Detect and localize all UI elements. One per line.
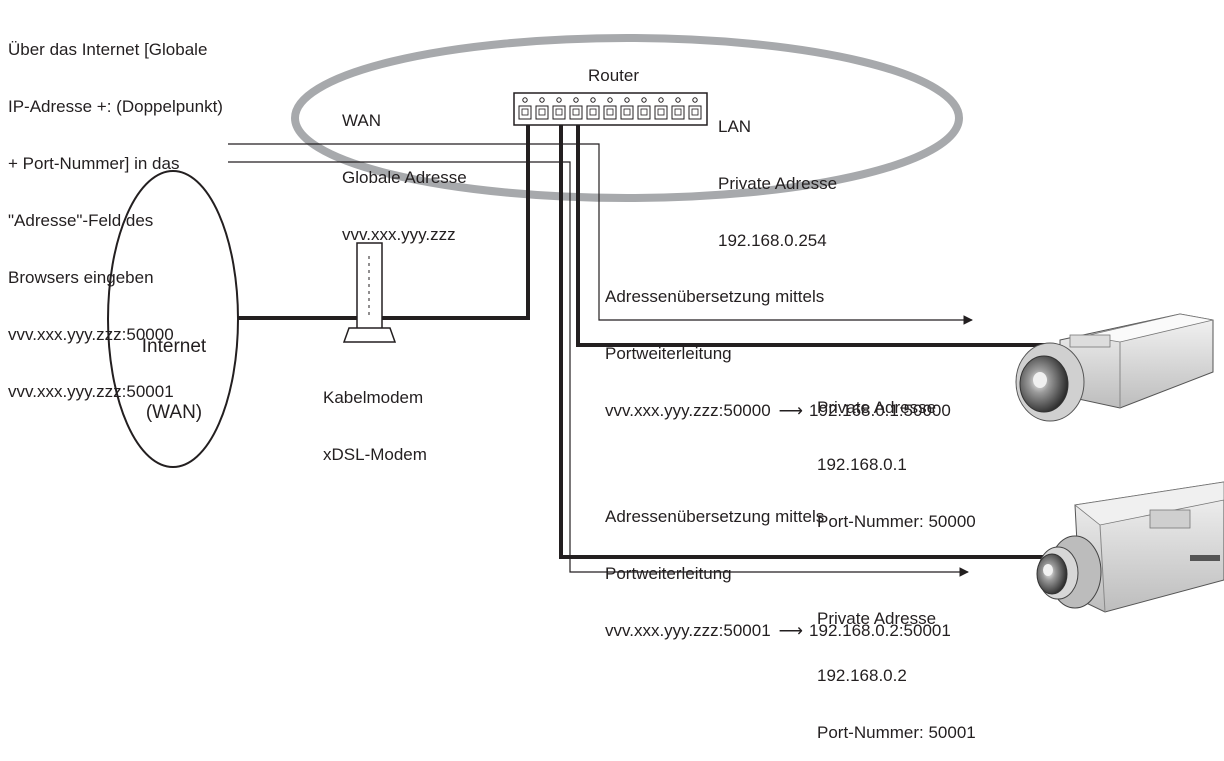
camera1-icon (1015, 313, 1214, 422)
router-port-socket (623, 108, 631, 116)
internet-subtitle: (WAN) (145, 402, 203, 423)
router-port (671, 105, 685, 120)
instruction-line: IP-Adresse +: (Doppelpunkt) (8, 97, 223, 116)
instruction-line: Browsers eingeben (8, 268, 154, 287)
router-port-led (556, 97, 562, 103)
forwarding-title: Adressenübersetzung mittels (605, 287, 825, 306)
lan-address-label: Private Adresse (718, 174, 838, 193)
modem-line-2: xDSL-Modem (323, 445, 427, 464)
router-port-led (522, 97, 528, 103)
forwarding-subtitle: Portweiterleitung (605, 564, 732, 583)
camera1-address-label: Private Adresse (817, 398, 937, 417)
router-port (654, 105, 668, 120)
router-port (569, 105, 583, 120)
router-port-socket (521, 108, 529, 116)
router-port (535, 105, 549, 120)
router-port (603, 105, 617, 120)
forwarding-arrow-icon: ⟶ (778, 621, 804, 640)
router-port (637, 105, 651, 120)
lan-title: LAN (718, 117, 752, 136)
router-port (552, 105, 566, 120)
instruction-text: Über das Internet [Globale IP-Adresse +:… (8, 2, 223, 420)
forwarding-from: vvv.xxx.yyy.zzz:50000 (605, 401, 771, 420)
router-port-socket (640, 108, 648, 116)
instruction-line: + Port-Nummer] in das (8, 154, 180, 173)
router-port-socket (555, 108, 563, 116)
router-port-led (675, 97, 681, 103)
instruction-url-1: vvv.xxx.yyy.zzz:50000 (8, 325, 174, 344)
instruction-url-2: vvv.xxx.yyy.zzz:50001 (8, 382, 174, 401)
modem-icon (342, 242, 397, 343)
router-port-led (573, 97, 579, 103)
lan-label: LAN Private Adresse 192.168.0.254 (718, 79, 837, 269)
url2-connector (228, 161, 969, 577)
router-port-led (607, 97, 613, 103)
router-port-led (624, 97, 630, 103)
modem-line-1: Kabelmodem (323, 388, 424, 407)
lan-cable-camera2 (559, 112, 1050, 559)
camera1-address: 192.168.0.1 (817, 455, 907, 474)
lan-cable-camera1 (576, 112, 1052, 347)
forwarding-arrow-icon: ⟶ (778, 401, 804, 420)
forwarding-mapping: vvv.xxx.yyy.zzz:50000 ⟶ 192.168.0.1:50000 (605, 401, 951, 420)
camera2-label: Private Adresse 192.168.0.2 Port-Nummer:… (817, 571, 976, 761)
url1-connector (228, 143, 973, 325)
router-port-led (590, 97, 596, 103)
router-port-socket (691, 108, 699, 116)
camera2-address-label: Private Adresse (817, 609, 937, 628)
router-port (620, 105, 634, 120)
forwarding-text-1: Adressenübersetzung mittels Portweiterle… (605, 249, 951, 439)
modem-label: Kabelmodem xDSL-Modem (323, 350, 427, 483)
forwarding-subtitle: Portweiterleitung (605, 344, 732, 363)
internet-label: Internet (WAN) (128, 292, 220, 446)
router-port-socket (606, 108, 614, 116)
camera2-address: 192.168.0.2 (817, 666, 907, 685)
router-port-led (692, 97, 698, 103)
forwarding-title: Adressenübersetzung mittels (605, 507, 825, 526)
wan-address-label: Globale Adresse (342, 168, 467, 187)
router-label: Router (588, 66, 640, 85)
forwarding-from: vvv.xxx.yyy.zzz:50001 (605, 621, 771, 640)
router-port-led (658, 97, 664, 103)
internet-title: Internet (141, 336, 207, 357)
lan-address: 192.168.0.254 (718, 231, 827, 250)
instruction-line: Über das Internet [Globale (8, 40, 208, 59)
router-port-socket (572, 108, 580, 116)
router-port-led (641, 97, 647, 103)
instruction-line: "Adresse"-Feld des (8, 211, 154, 230)
router-port-led (539, 97, 545, 103)
router-port-socket (674, 108, 682, 116)
camera1-label: Private Adresse 192.168.0.1 Port-Nummer:… (817, 360, 976, 550)
forwarding-to: 192.168.0.1:50000 (809, 401, 951, 420)
router-port-socket (538, 108, 546, 116)
router-icon (513, 92, 708, 126)
wan-address: vvv.xxx.yyy.zzz (342, 225, 456, 244)
router-port-socket (589, 108, 597, 116)
router-port (688, 105, 702, 120)
wan-label: WAN Globale Adresse vvv.xxx.yyy.zzz (342, 73, 467, 263)
camera2-icon (1036, 481, 1224, 613)
camera1-port: Port-Nummer: 50000 (817, 512, 976, 531)
router-port-socket (657, 108, 665, 116)
wan-title: WAN (342, 111, 382, 130)
camera2-port: Port-Nummer: 50001 (817, 723, 976, 742)
wan-cable (238, 112, 530, 320)
router-port (586, 105, 600, 120)
router-zone-ellipse (291, 34, 963, 202)
router-port (518, 105, 532, 120)
network-diagram (107, 34, 1224, 613)
